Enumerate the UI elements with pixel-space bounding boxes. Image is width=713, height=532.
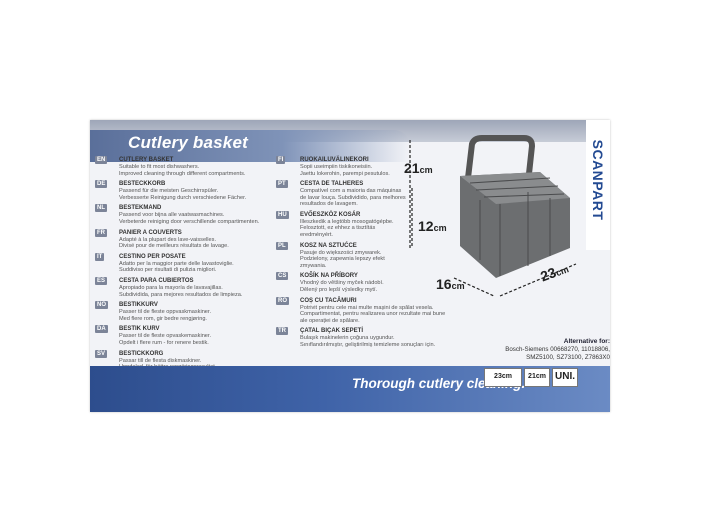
inner-height-dimension: 12cm [418,218,447,234]
language-code: RO [276,296,289,305]
language-line: Potrivit pentru cele mai multe mașini de… [300,304,434,311]
height-value: 21 [404,160,420,176]
language-heading: CESTINO PER POSATE [119,253,186,260]
language-line: Compatível com a maioria das máquinas [300,188,402,195]
language-heading: BESTIK KURV [119,326,160,333]
language-line: Sınıflandırılmıştır, geliştirilmiş temiz… [300,341,436,348]
alternative-line: Bosch-Siemens 00668270, 11018806, [505,346,610,354]
language-line: Passar till de flesta diskmaskiner. [119,357,202,364]
language-heading: BESTICKKORG [119,350,164,357]
language-heading: CESTA DE TALHERES [300,181,364,188]
language-line: Felosztott, ez ehhez a tisztítás [300,225,376,232]
universal-icon: UNI. [552,368,578,387]
language-heading: BESTEKMAND [119,205,162,212]
language-line: Med flere rom, gir bedre rengjøring. [119,315,207,322]
language-code: FR [95,228,107,237]
depth-dimension: 16cm [436,276,465,292]
alternative-label: Alternative for: [563,338,610,345]
language-code: HU [276,210,289,219]
language-line: Verbeterde reiniging door verschillende … [119,218,260,225]
language-line: resultados de lavagem. [300,201,358,208]
language-line: Passend für die meisten Geschirrspüler. [119,188,219,195]
language-line: Opdelt i flere rum - for renere bestik. [119,339,209,346]
language-line: Dělený pro lepší výsledky mytí. [300,286,378,293]
language-heading: BESTIKKURV [119,302,158,309]
alternative-info: Alternative for: Bosch-Siemens 00668270,… [420,338,610,363]
language-line: Compartimentat, pentru realizarea unor r… [300,311,446,317]
title-bar [90,130,410,162]
language-line: eredményért. [300,231,333,238]
language-heading: CUTLERY BASKET [119,157,174,163]
language-line: Apropiado para la mayoría de lavavajilla… [119,285,223,291]
language-line: Podzielony, zapewnia lepszy efekt [300,256,385,263]
language-line: Subdividida, para mejores resultados de … [119,291,243,298]
language-code: NL [95,204,107,213]
language-code: ES [95,277,108,285]
language-heading: PANIER A COUVERTS [119,229,182,236]
inner-height-unit: cm [433,223,447,233]
language-line: Jaettu lokerohin, parempi pesutulos. [300,170,390,177]
language-line: Sopii useimpiin tiskikoneisiin. [300,164,373,170]
language-line: Adapté à la plupart des lave-vaisselles. [119,236,217,243]
language-line: de lavar louça. Subdividido, para melhor… [300,194,406,201]
language-heading: EVŐESZKÖZ KOSÁR [300,211,361,218]
language-line: Pasuje do większości zmywarek. [300,249,382,256]
brand-panel: SCANPART [586,120,610,250]
cutlery-basket-image [409,135,577,297]
language-heading: KOŠÍK NA PŘÍBORY [300,273,358,280]
language-line: Adatto per la maggior parte delle lavast… [119,260,234,267]
language-code: NO [95,301,108,310]
language-heading: CESTA PARA CUBIERTOS [119,278,194,284]
language-code: IT [95,252,105,261]
language-line: Bulaşık makinelerin çoğuna uygundur. [300,335,395,342]
language-heading: KOSZ NA SZTUĆCE [300,242,357,249]
language-heading: COȘ CU TACÂMURI [300,297,357,304]
width-icon: 23cm [484,368,522,387]
height-unit: cm [419,165,433,175]
height-icon: 21cm [524,368,550,387]
language-line: zmywania. [300,262,327,269]
language-line: Passend voor bijna alle vaatwasmachines. [119,212,225,219]
depth-dimension-line [453,277,495,297]
blue-footer-band [90,366,610,412]
language-line: Verbesserte Reinigung durch verschiedene… [119,194,247,201]
language-heading: RUOKAILUVÄLINEKORI [300,157,369,163]
language-line: Improved cleaning through different comp… [119,170,246,177]
language-code: PL [276,241,288,250]
language-line: Illeszkedik a legtöbb mosogatógépbe. [300,218,394,225]
language-code: SV [95,349,108,358]
language-line: Suddiviso per risultati di pulizia migli… [119,267,217,274]
basket-handle [465,135,536,184]
language-line: ale operației de spălare. [300,317,360,324]
language-code: TR [276,327,288,336]
language-heading: BESTECKKORB [119,181,166,188]
language-line: Passer til de fleste oppvaskmaskiner. [119,309,212,316]
language-code: DA [95,325,108,334]
inner-height-value: 12 [418,218,434,234]
language-line: Vhodný do většiny myček nádobí. [300,280,384,287]
language-line: Suitable to fit most dishwashers. [119,164,200,170]
width-dimension-line [499,263,577,297]
basket-grid [469,177,565,276]
alternative-line: SMZ5100, SZ73100, Z7863X0 [526,354,610,362]
language-code: PT [276,180,288,189]
depth-value: 16 [436,276,452,292]
language-code: EN [95,156,108,164]
language-code: CS [276,272,289,281]
height-dimension: 21cm [404,160,433,176]
slogan: Thorough cutlery cleaning. [352,376,526,391]
depth-unit: cm [451,281,465,291]
product-title: Cutlery basket [128,133,248,152]
language-line: Divisé pour de meilleurs résultats de la… [119,243,229,250]
language-line: Passer til de fleste opvaskemaskiner. [119,333,212,340]
language-heading: ÇATAL BIÇAK SEPETİ [300,328,364,335]
language-code: DE [95,180,108,189]
language-code: FI [276,156,286,164]
